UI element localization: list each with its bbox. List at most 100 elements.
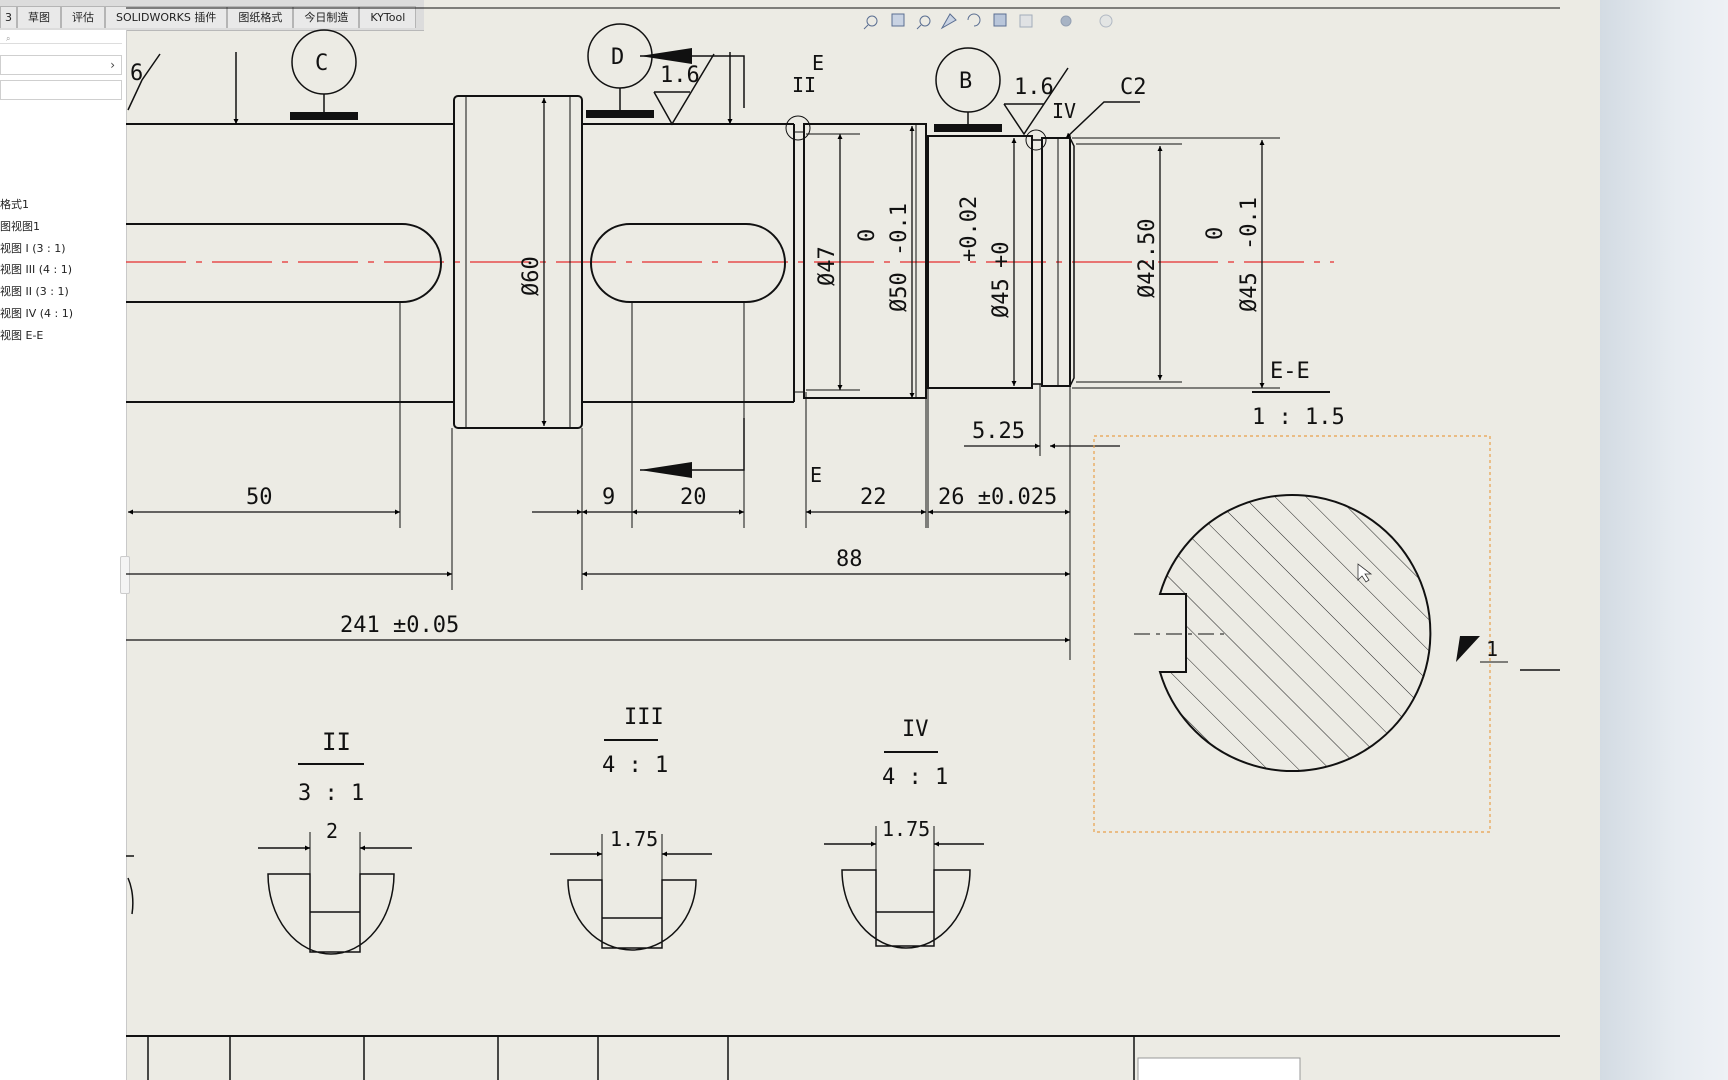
detail-iv-label: IV (902, 717, 929, 742)
dia-45-lower-tol: +0 (989, 242, 1014, 269)
tab-solidworks-addins[interactable]: SOLIDWORKS 插件 (105, 6, 228, 28)
dia-45b-label: Ø45 (1237, 272, 1262, 312)
mouse-cursor-icon (1357, 563, 1373, 583)
dia-45b-upper-tol: 0 (1203, 227, 1228, 240)
datum-d-label: D (611, 45, 624, 70)
hide-show-icon[interactable] (1060, 15, 1072, 27)
detail-mark-iv: IV (1052, 99, 1076, 123)
detail-view-iv[interactable]: IV 4 : 1 1.75 (824, 717, 984, 949)
tree-item-section-view-ee[interactable]: 视图 E-E (0, 328, 44, 342)
detail-mark-ii: II (792, 73, 816, 97)
title-block (147, 1036, 1301, 1080)
len-50-label: 50 (246, 485, 273, 510)
detail-iv-scale: 4 : 1 (882, 765, 948, 790)
dia-45-label: Ø45 (989, 278, 1014, 318)
tab-kytool[interactable]: KYTool (359, 6, 417, 28)
detail-view-partial-left (126, 855, 134, 915)
detail-circle-iv[interactable] (1025, 129, 1047, 151)
section-mark-top: E (812, 51, 824, 75)
shaft-outline (126, 95, 1075, 429)
detail-iii-label: III (624, 705, 664, 730)
len-9-label: 9 (602, 485, 615, 510)
feature-tree: 格式1 图视图1 视图 I (3 : 1) 视图 III (4 : 1) 视图 … (0, 194, 73, 347)
len-22-label: 22 (860, 485, 887, 510)
roughness-value-2: 1.6 (660, 63, 700, 88)
command-manager-tabs: 3 草图 评估 SOLIDWORKS 插件 图纸格式 今日制造 KYTool (0, 0, 424, 31)
detail-markers (785, 115, 1047, 151)
tree-item-detail-view-i[interactable]: 视图 I (3 : 1) (0, 241, 66, 255)
tree-item-detail-view-iii[interactable]: 视图 III (4 : 1) (0, 263, 73, 277)
section-view-title: E-E 1 : 1.5 (1252, 359, 1345, 430)
dia-60-label: Ø60 (519, 256, 544, 296)
feature-manager-panel: ⌕ › 格式1 图视图1 视图 I (3 : 1) 视图 III (4 : 1)… (0, 30, 130, 1080)
detail-view-iii[interactable]: III 4 : 1 1.75 (550, 705, 712, 951)
dia-50-upper-tol: 0 (855, 229, 880, 242)
section-view-ee[interactable]: 1 (1093, 435, 1508, 833)
sheet-border (126, 7, 1560, 1037)
tab-manufacture[interactable]: 今日制造 (293, 6, 360, 28)
tree-header-row[interactable]: › (0, 55, 122, 75)
len-20-label: 20 (680, 485, 707, 510)
datum-d[interactable]: D (586, 23, 654, 118)
diameter-labels: Ø60 Ø47 Ø50 0 -0.1 Ø45 +0.02 +0 Ø42.50 Ø… (519, 196, 1262, 318)
tab-evaluate[interactable]: 评估 (61, 6, 105, 28)
tab-sketch[interactable]: 草图 (17, 6, 61, 28)
len-241-label: 241 ±0.05 (340, 613, 459, 638)
zoom-in-out-icon[interactable] (916, 15, 931, 30)
detail-iv-width: 1.75 (882, 817, 930, 841)
chamfer-callout[interactable] (1065, 101, 1140, 139)
section-view-label: E-E (1270, 359, 1310, 384)
dia-47-label: Ø47 (815, 246, 840, 286)
tree-filter[interactable]: ⌕ (0, 34, 122, 44)
section-line-e[interactable] (640, 48, 745, 478)
display-style-icon[interactable] (1019, 14, 1033, 28)
dia-45b-lower-tol: -0.1 (1237, 197, 1262, 250)
tree-search-input[interactable] (0, 80, 122, 100)
section-view-scale: 1 : 1.5 (1252, 405, 1345, 430)
datum-b[interactable]: B (934, 47, 1002, 132)
rotate-icon[interactable] (967, 13, 981, 27)
section-view-icon[interactable] (993, 13, 1007, 27)
appearance-icon[interactable] (1099, 14, 1113, 28)
detail-iii-width: 1.75 (610, 827, 658, 851)
tree-item-detail-view-ii[interactable]: 视图 II (3 : 1) (0, 285, 69, 299)
zoom-area-icon[interactable] (891, 13, 905, 27)
pan-icon[interactable] (940, 13, 957, 30)
len-5-25-label: 5.25 (972, 419, 1025, 444)
len-88-label: 88 (836, 547, 863, 572)
tab-partial[interactable]: 3 (0, 6, 17, 28)
window-background (1600, 0, 1728, 1080)
length-labels: 50 9 20 22 26 ±0.025 88 241 ±0.05 5.25 (246, 419, 1057, 638)
detail-ii-label: II (322, 728, 351, 756)
drawing-sheet[interactable]: A B C (126, 0, 1560, 1080)
panel-resize-handle[interactable] (120, 556, 130, 594)
tree-item-drawing-view1[interactable]: 图视图1 (0, 219, 40, 233)
tab-sheet-format[interactable]: 图纸格式 (227, 6, 294, 28)
detail-iii-scale: 4 : 1 (602, 753, 668, 778)
section-view-tag: 1 (1486, 637, 1498, 661)
datum-c[interactable]: C (290, 29, 358, 120)
detail-ii-width: 2 (326, 819, 338, 843)
chamfer-label: C2 (1120, 75, 1147, 100)
dia-42-50-label: Ø42.50 (1135, 219, 1160, 298)
datum-b-label: B (959, 69, 972, 94)
view-toolbar (863, 13, 1113, 30)
roughness-value-1: 6 (130, 61, 143, 86)
section-mark-bottom: E (810, 463, 822, 487)
tree-item-sheet-format[interactable]: 格式1 (0, 198, 29, 211)
sheet-border-margin (1560, 0, 1600, 1080)
dia-45-upper-tol: +0.02 (957, 196, 982, 262)
detail-view-ii[interactable]: II 3 : 1 2 (258, 728, 412, 955)
zoom-to-fit-icon[interactable] (863, 15, 878, 30)
linear-dimensions (126, 302, 1120, 660)
detail-ii-scale: 3 : 1 (298, 781, 364, 806)
detail-circle-ii[interactable] (785, 115, 811, 141)
datum-c-label: C (315, 51, 328, 76)
tree-item-detail-view-iv[interactable]: 视图 IV (4 : 1) (0, 306, 74, 320)
dia-50-lower-tol: -0.1 (887, 203, 912, 256)
roughness-value-3: 1.6 (1014, 75, 1054, 100)
roughness-values: 6 1.6 1.6 (130, 61, 1054, 100)
diameter-dimensions (541, 98, 1280, 426)
len-26-label: 26 ±0.025 (938, 485, 1057, 510)
chevron-right-icon[interactable]: › (110, 58, 115, 72)
